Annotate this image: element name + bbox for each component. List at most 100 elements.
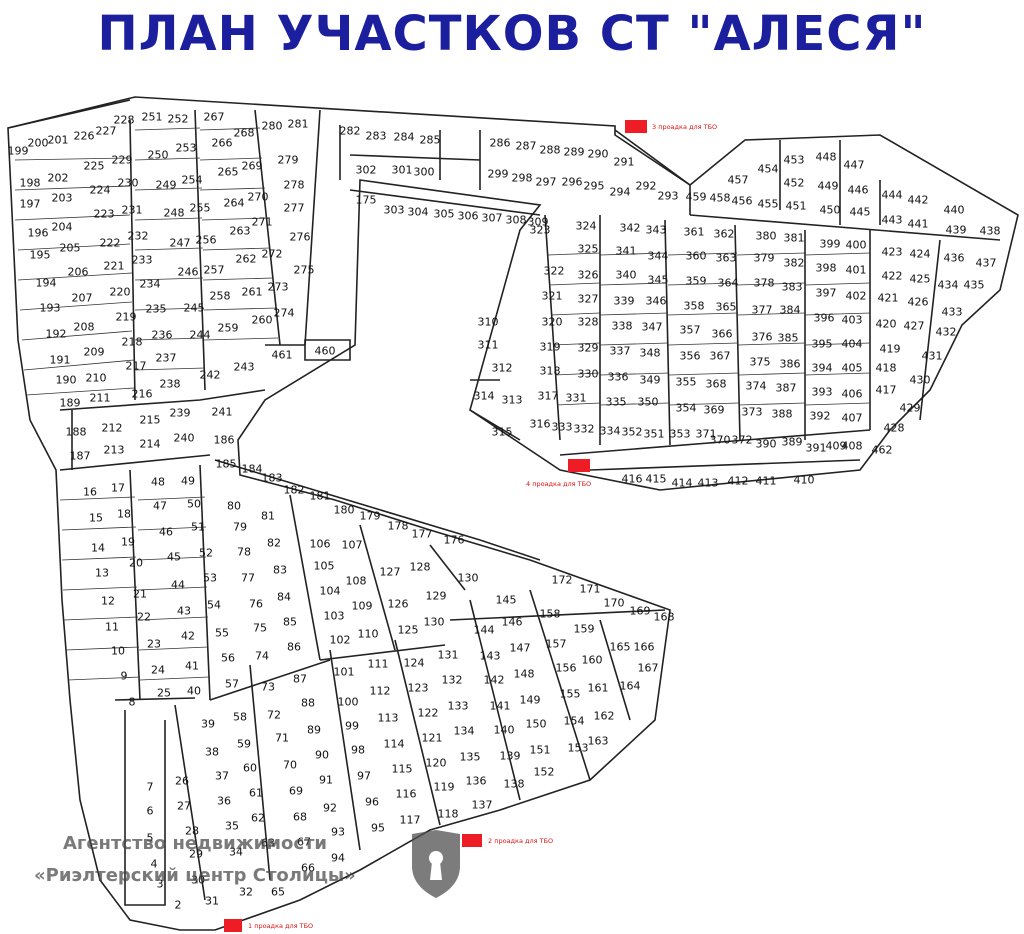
plot-number: 234: [140, 278, 161, 291]
tbo-label: 3 проадка для ТБО: [652, 123, 717, 131]
plot-number: 260: [252, 314, 273, 327]
plot-number: 301: [392, 164, 413, 177]
plot-number: 68: [293, 811, 307, 824]
plot-number: 215: [140, 414, 161, 427]
tbo-label: 1 проадка для ТБО: [248, 922, 313, 930]
plot-number: 114: [384, 738, 405, 751]
plot-number: 366: [712, 328, 733, 341]
plot-number: 399: [820, 238, 841, 251]
plot-number: 343: [646, 224, 667, 237]
plot-number: 65: [271, 886, 285, 899]
plot-number: 27: [177, 800, 191, 813]
plot-number: 80: [227, 500, 241, 513]
plot-number: 227: [96, 125, 117, 138]
plot-number: 246: [178, 266, 199, 279]
plot-number: 8: [129, 696, 136, 709]
plot-number: 71: [275, 732, 289, 745]
plot-number: 216: [132, 388, 153, 401]
plot-number: 380: [756, 230, 777, 243]
plot-number: 290: [588, 148, 609, 161]
plot-number: 346: [646, 295, 667, 308]
plot-number: 20: [129, 557, 143, 570]
plot-number: 396: [814, 312, 835, 325]
plot-number: 333: [552, 421, 573, 434]
plot-number: 317: [538, 390, 559, 403]
plot-number: 360: [686, 250, 707, 263]
plot-number: 276: [290, 231, 311, 244]
plot-number: 16: [83, 486, 97, 499]
plot-number: 25: [157, 687, 171, 700]
plot-number: 89: [307, 724, 321, 737]
plot-number: 135: [460, 751, 481, 764]
plot-number: 17: [111, 482, 125, 495]
plot-number: 303: [384, 204, 405, 217]
plot-number: 23: [147, 638, 161, 651]
plot-number: 26: [175, 775, 189, 788]
plot-number: 118: [438, 808, 459, 821]
plot-number: 415: [646, 473, 667, 486]
plot-number: 60: [243, 762, 257, 775]
plot-number: 45: [167, 551, 181, 564]
plot-number: 170: [604, 597, 625, 610]
plot-number: 359: [686, 275, 707, 288]
plot-number: 191: [50, 354, 71, 367]
plot-number: 4: [151, 858, 158, 871]
plot-number: 150: [526, 718, 547, 731]
plot-number: 331: [566, 392, 587, 405]
plot-number: 354: [676, 402, 697, 415]
tbo-label: 4 проадка для ТБО: [526, 480, 591, 488]
plot-number: 316: [530, 418, 551, 431]
plot-number: 446: [848, 184, 869, 197]
plot-number: 154: [564, 715, 585, 728]
plot-number: 410: [794, 474, 815, 487]
plot-number: 357: [680, 324, 701, 337]
plot-number: 417: [876, 384, 897, 397]
plot-number: 44: [171, 579, 185, 592]
plot-number: 226: [74, 130, 95, 143]
plot-number: 105: [314, 560, 335, 573]
plot-number: 123: [408, 682, 429, 695]
plot-number: 247: [170, 237, 191, 250]
plot-number: 363: [716, 252, 737, 265]
plot-number: 323: [530, 224, 551, 237]
plot-number: 432: [936, 326, 957, 339]
plot-number: 423: [882, 246, 903, 259]
plot-number: 108: [346, 575, 367, 588]
plot-number: 2: [175, 899, 182, 912]
plot-number: 225: [84, 160, 105, 173]
plot-number: 361: [684, 226, 705, 239]
plot-number: 204: [52, 221, 73, 234]
plot-number: 388: [772, 408, 793, 421]
plot-number: 413: [698, 477, 719, 490]
plot-number: 144: [474, 624, 495, 637]
plot-number: 139: [500, 750, 521, 763]
plot-number: 431: [922, 350, 943, 363]
map-title: ПЛАН УЧАСТКОВ СТ "АЛЕСЯ": [97, 6, 927, 62]
plot-number: 341: [616, 245, 637, 258]
plot-number: 310: [478, 316, 499, 329]
plot-number: 228: [114, 114, 135, 127]
plot-number: 127: [380, 566, 401, 579]
plot-number: 438: [980, 225, 1001, 238]
plot-number: 428: [884, 422, 905, 435]
plot-number: 308: [506, 214, 527, 227]
plot-number: 239: [170, 407, 191, 420]
plot-number: 185: [216, 458, 237, 471]
plot-number: 405: [842, 362, 863, 375]
plot-number: 441: [908, 218, 929, 231]
plot-number: 233: [132, 254, 153, 267]
plot-number: 397: [816, 287, 837, 300]
plot-number: 356: [680, 350, 701, 363]
plot-number: 190: [56, 374, 77, 387]
plot-number: 286: [490, 137, 511, 150]
plot-number: 78: [237, 546, 251, 559]
plot-number: 51: [191, 521, 205, 534]
plot-number: 53: [203, 572, 217, 585]
plot-number: 282: [340, 125, 361, 138]
plot-number: 383: [782, 281, 803, 294]
plot-number: 296: [562, 176, 583, 189]
plot-number: 236: [152, 329, 173, 342]
plot-number: 447: [844, 159, 865, 172]
plot-number: 445: [850, 206, 871, 219]
